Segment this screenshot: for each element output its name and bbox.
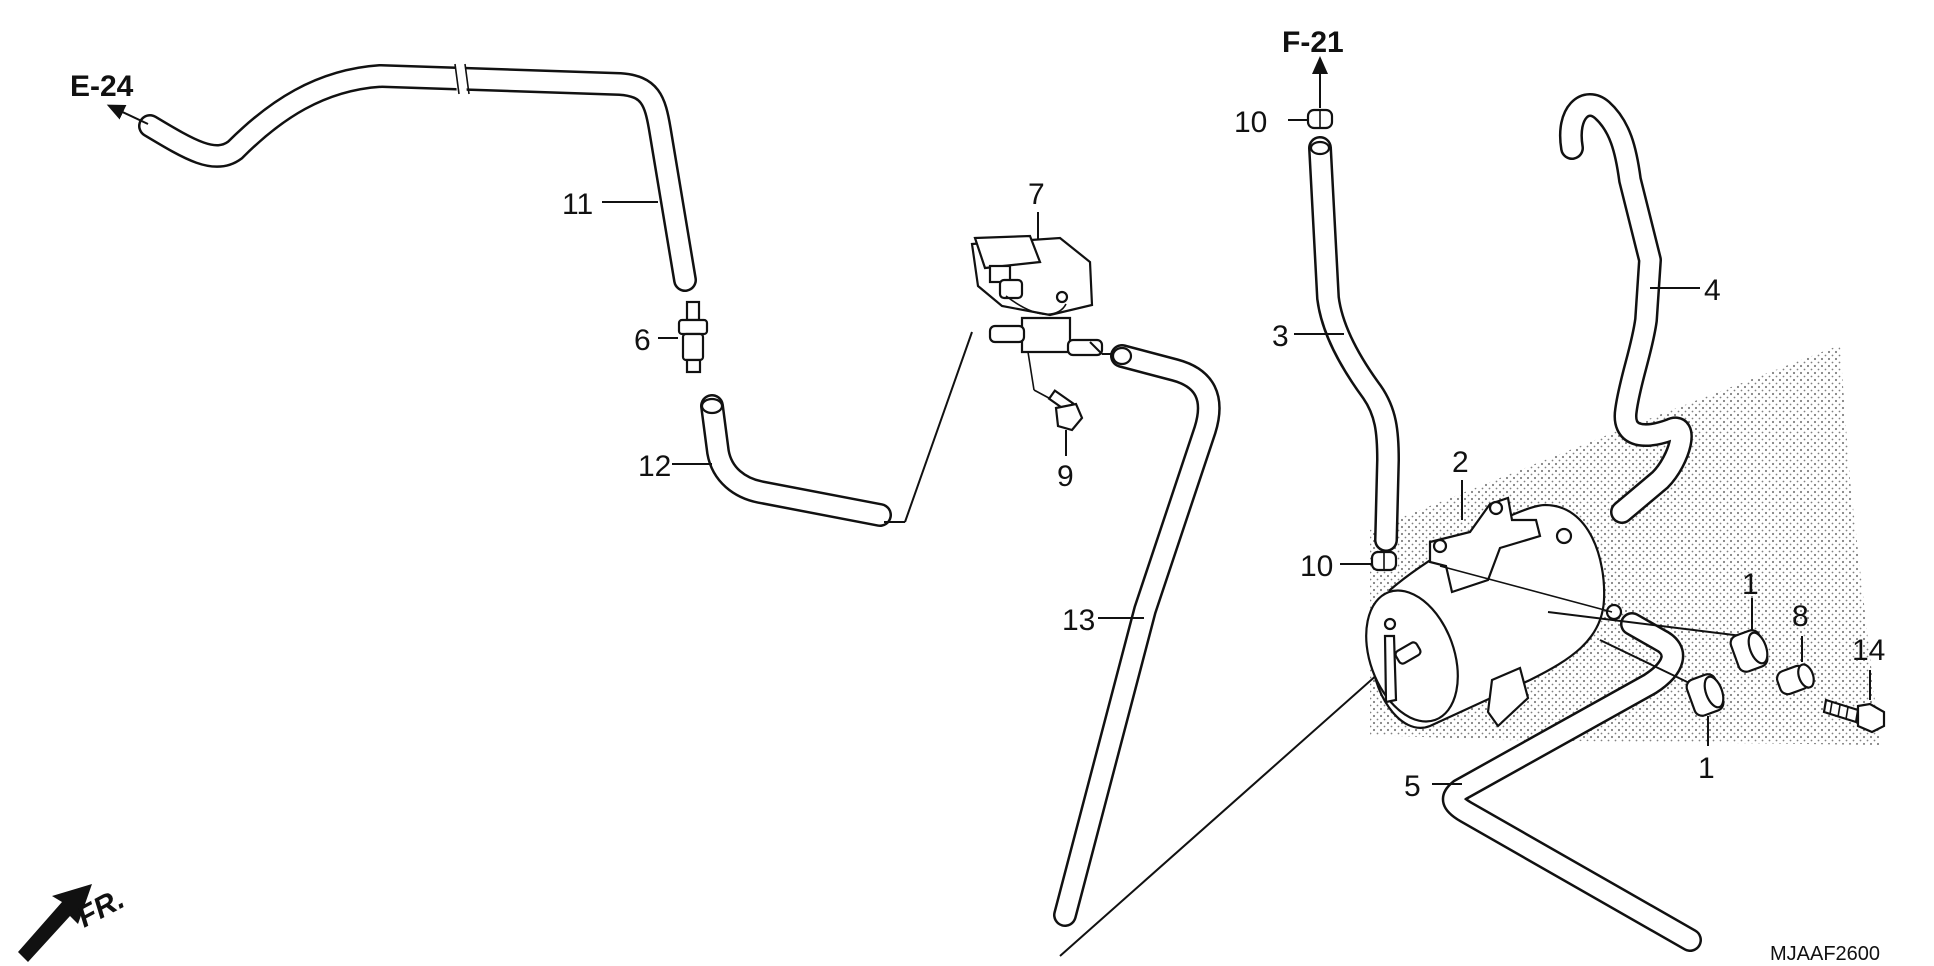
ref-e24: E-24 (70, 70, 134, 103)
solenoid-valve-7 (970, 234, 1104, 405)
canister-2 (1365, 496, 1623, 729)
valve-6 (677, 300, 709, 374)
hose-3 (1308, 136, 1400, 552)
callout-13: 13 (1062, 604, 1095, 637)
hose-11 (138, 63, 697, 292)
callout-10-bottom: 10 (1300, 550, 1333, 583)
ref-f21: F-21 (1282, 26, 1344, 59)
hose-13 (1053, 344, 1221, 927)
callout-11: 11 (562, 188, 593, 221)
clip-10-top (1306, 108, 1334, 130)
callout-2: 2 (1452, 446, 1469, 479)
callout-3: 3 (1272, 320, 1289, 353)
hose-5 (1441, 612, 1702, 952)
callout-6: 6 (634, 324, 651, 357)
hose-12 (700, 394, 892, 527)
callout-8: 8 (1792, 600, 1809, 633)
collar-8 (1775, 663, 1815, 696)
bolt-14 (1822, 698, 1886, 734)
callout-1-lower: 1 (1698, 752, 1715, 785)
bolt-9 (1047, 389, 1084, 432)
callout-5: 5 (1404, 770, 1421, 803)
front-direction-arrow (18, 884, 92, 962)
callout-12: 12 (638, 450, 671, 483)
callout-10-top: 10 (1234, 106, 1267, 139)
callout-1-upper: 1 (1742, 568, 1759, 601)
callout-7: 7 (1028, 178, 1045, 211)
diagram-code: MJAAF2600 (1770, 943, 1880, 965)
grommet-1-upper (1729, 629, 1769, 673)
grommet-1-lower (1685, 673, 1725, 717)
hose-4 (1558, 93, 1693, 524)
callout-9: 9 (1057, 460, 1074, 493)
callout-14: 14 (1852, 634, 1885, 667)
clip-10-bottom (1370, 550, 1398, 572)
callout-4: 4 (1704, 274, 1721, 307)
